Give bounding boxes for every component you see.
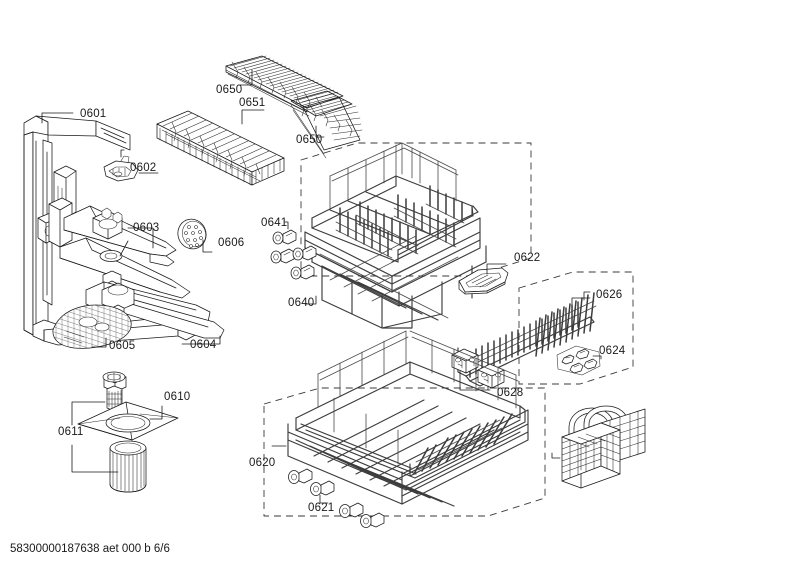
lower-basket-dividers xyxy=(333,397,399,465)
leader-0621 xyxy=(319,494,329,504)
plate-rack-rear-tines xyxy=(535,292,595,357)
label-0611: 0611 xyxy=(58,426,84,438)
lower-basket-right-verticals xyxy=(409,330,519,409)
label-0622: 0622 xyxy=(514,252,540,264)
upper-basket-bottom-grid xyxy=(319,235,459,319)
label-layer: 0601 0602 0603 0604 0605 0606 0610 0611 … xyxy=(58,84,626,514)
leader-0611-a xyxy=(71,401,106,426)
leader-0650-upper xyxy=(239,69,253,86)
part-0610-0611-filter-assembly xyxy=(71,371,179,493)
part-0628-rack-holders xyxy=(451,348,505,391)
leader-0641 xyxy=(284,221,289,230)
tine-tray-grid xyxy=(159,112,281,186)
upper-basket-rim xyxy=(311,175,479,263)
part-0641-rollers xyxy=(270,221,317,280)
upper-basket-bottom-frame xyxy=(311,245,487,321)
roller-unit-1 xyxy=(272,229,297,245)
part-0650-tine-row-lower xyxy=(290,90,363,159)
leader-0606 xyxy=(202,239,213,253)
leader-0603-b xyxy=(119,240,129,257)
group-boundary-plate-rack xyxy=(518,271,634,385)
lower-basket-back-verticals xyxy=(317,330,409,408)
leader-0651 xyxy=(241,109,265,125)
part-0606-spray-disc xyxy=(177,218,213,253)
lower-roller-2 xyxy=(310,480,335,496)
clip-4 xyxy=(583,358,598,370)
label-0650-upper: 0650 xyxy=(216,84,242,96)
lower-roller-1 xyxy=(288,468,313,484)
leader-0603-a xyxy=(127,227,154,249)
label-0640: 0640 xyxy=(288,297,314,309)
upper-basket-supports xyxy=(321,265,473,329)
part-0605-spray-arm-cover xyxy=(52,304,132,349)
label-0610: 0610 xyxy=(164,391,190,403)
label-0604: 0604 xyxy=(190,339,217,351)
clip-3 xyxy=(569,362,584,374)
lower-basket-bottom xyxy=(295,399,521,507)
leader-0611-b xyxy=(71,444,119,473)
roller-unit-4 xyxy=(290,264,315,280)
label-0624: 0624 xyxy=(599,345,626,357)
label-0651: 0651 xyxy=(239,97,265,109)
label-0602: 0602 xyxy=(130,162,156,174)
upper-basket-tines xyxy=(339,185,463,257)
lower-basket-tine-rails xyxy=(415,419,503,471)
part-0660-cutlery-basket xyxy=(551,405,646,489)
plate-rack-back-rail xyxy=(469,300,597,366)
roller-unit-2 xyxy=(270,248,295,264)
leader-0604 xyxy=(181,335,221,345)
label-0605: 0605 xyxy=(109,340,135,352)
part-0650-tine-row-upper xyxy=(225,55,344,117)
part-0651-tine-tray xyxy=(156,109,285,186)
part-0624-clip-set xyxy=(556,345,602,376)
upper-basket-long-wires xyxy=(335,203,465,259)
leader-0640 xyxy=(304,295,317,305)
label-0603: 0603 xyxy=(133,222,159,234)
label-0620: 0620 xyxy=(249,457,275,469)
leader-0605 xyxy=(91,337,107,348)
part-0621-rollers xyxy=(288,468,385,528)
leader-0626-b xyxy=(571,297,591,306)
leader-0626-a xyxy=(583,291,591,301)
clip-1 xyxy=(561,354,575,365)
label-0626: 0626 xyxy=(596,289,622,301)
leader-0650-lower xyxy=(315,125,325,138)
part-0602-bearing-cap xyxy=(103,149,159,182)
label-0650-lower: 0650 xyxy=(296,134,322,146)
leader-0601 xyxy=(41,112,74,124)
part-0620-lower-basket xyxy=(271,330,529,507)
micro-filter-mesh xyxy=(112,449,145,492)
label-0606: 0606 xyxy=(218,237,244,249)
leader-0610 xyxy=(149,405,163,420)
part-0640-upper-basket xyxy=(304,142,487,329)
lower-roller-3 xyxy=(339,502,364,518)
label-0628: 0628 xyxy=(497,387,523,399)
clip-2 xyxy=(575,348,590,360)
leader-0660 xyxy=(551,452,561,459)
group-boundary-lower-basket xyxy=(263,387,546,517)
leader-0624 xyxy=(592,355,602,360)
leader-0622 xyxy=(486,263,507,275)
rack-holder-1 xyxy=(451,348,479,374)
disc-perforations xyxy=(184,225,203,248)
label-0601: 0601 xyxy=(80,108,106,120)
part-0622-cup-shelf xyxy=(458,263,509,295)
tine-row-upper-teeth xyxy=(225,55,339,117)
leader-0602-stub xyxy=(120,149,125,158)
filter-stem-ribs xyxy=(106,389,123,410)
label-0641: 0641 xyxy=(261,217,287,229)
footer-document-code: 58300000187638 aet 000 b 6/6 xyxy=(10,543,170,555)
tine-row-lower-teeth xyxy=(290,93,363,159)
lower-basket-tines xyxy=(413,413,513,475)
label-0621: 0621 xyxy=(308,502,334,514)
upper-basket-back-wires xyxy=(329,142,459,211)
lower-roller-4 xyxy=(360,512,385,528)
roller-unit-3 xyxy=(292,245,317,261)
